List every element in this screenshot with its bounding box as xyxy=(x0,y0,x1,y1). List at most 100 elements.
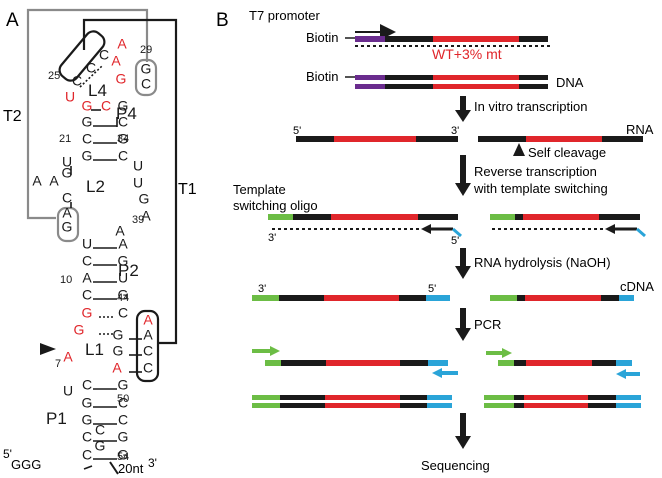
rna-black-2 xyxy=(416,136,458,142)
cleavage-site-icon xyxy=(40,343,56,355)
t7-promoter-label: T7 promoter xyxy=(249,8,320,23)
nucleotide: G xyxy=(141,61,152,77)
t1-connector xyxy=(82,18,178,345)
template-black-right xyxy=(519,36,548,42)
amp-right-black-bottom-2 xyxy=(588,403,616,408)
pcr-left-black-1 xyxy=(281,360,326,366)
nucleotide: C xyxy=(82,287,92,303)
t1-box-top xyxy=(58,30,106,82)
cdna-left-black-2 xyxy=(399,295,426,301)
nucleotide: C xyxy=(82,253,92,269)
nucleotide: A xyxy=(32,173,42,189)
nucleotide: C xyxy=(118,148,128,164)
nucleotide: U xyxy=(82,236,92,252)
amp-right-black-top-1 xyxy=(514,395,524,400)
tso-left xyxy=(268,214,293,220)
region-p1: P1 xyxy=(46,409,67,428)
base-pair-bonds xyxy=(70,65,142,460)
dsdna-black-bottom-left xyxy=(385,84,433,89)
amp-right-black-bottom-1 xyxy=(514,403,524,408)
arrow-5-head-icon xyxy=(455,436,471,449)
step-rt-line-1: Reverse transcription xyxy=(474,164,597,179)
nucleotide: A xyxy=(63,349,73,365)
rna-transcript xyxy=(296,136,643,142)
nucleotide: A xyxy=(82,270,92,286)
arrow-4-head-icon xyxy=(455,328,471,341)
panel-a-label: A xyxy=(6,10,19,31)
nucleotide: G xyxy=(82,305,93,321)
pcr-left-red xyxy=(326,360,400,366)
three-prime-label: 3' xyxy=(148,456,157,470)
three-prime-tail: 20nt xyxy=(118,461,144,476)
region-l4: L4 xyxy=(88,81,107,100)
nucleotide: A xyxy=(111,53,121,69)
amp-left-green-bottom xyxy=(252,403,280,408)
promoter-segment xyxy=(355,36,385,42)
pos-25: 25 xyxy=(48,70,60,82)
nucleotide: U xyxy=(118,270,128,286)
pos-50: 50 xyxy=(117,393,129,405)
nucleotide: G xyxy=(139,191,150,207)
region-p4: P4 xyxy=(116,104,137,123)
nucleotide: G xyxy=(82,148,93,164)
pos-34: 34 xyxy=(117,133,129,145)
nucleotide: C xyxy=(118,114,128,130)
nucleotide: C xyxy=(141,76,151,92)
amp-left-red-bottom xyxy=(325,403,400,408)
rt-product-left xyxy=(268,214,462,238)
cdna-right-black-2 xyxy=(601,295,619,301)
nucleotide: G xyxy=(82,395,93,411)
cdna-left-red xyxy=(324,295,399,301)
region-labels: L4 P4 L2 P2 L1 P1 xyxy=(46,81,139,428)
pcr-left-black-2 xyxy=(400,360,428,366)
dsdna-black-top-left xyxy=(385,75,433,80)
amp-left-black-top-2 xyxy=(400,395,427,400)
pcr-right-black-1 xyxy=(514,360,526,366)
pcr-left-fwd-arrow-icon xyxy=(270,346,280,356)
step-pcr: PCR xyxy=(474,317,501,332)
nucleotide: G xyxy=(82,412,93,428)
rt-left-black-2 xyxy=(418,214,458,220)
nucleotide: C xyxy=(82,377,92,393)
variant-region xyxy=(433,36,519,42)
nucleotide: C xyxy=(143,360,153,376)
dsdna-red-bottom xyxy=(433,84,519,89)
rt-three-prime: 3' xyxy=(268,232,276,244)
nucleotide: C xyxy=(62,190,72,206)
nucleotide: U xyxy=(133,158,143,174)
amplicon-left xyxy=(252,395,452,408)
step-rt-line-2: with template switching xyxy=(473,181,608,196)
step-rna-hydrolysis: RNA hydrolysis (NaOH) xyxy=(474,255,611,270)
tso-right xyxy=(490,214,515,220)
nucleotide: C xyxy=(82,447,92,463)
three-prime-link xyxy=(109,461,119,475)
arrow-2-head-icon xyxy=(455,183,471,196)
panel-b: B T7 promoter Biotin WT+3% mt Biotin DNA xyxy=(216,8,654,473)
nucleotide: C xyxy=(82,131,92,147)
pcr-left-rev-arrow-icon xyxy=(432,368,442,378)
nucleotide: U xyxy=(63,383,73,399)
self-cleavage-icon xyxy=(513,143,525,156)
nucleotide: C xyxy=(95,422,105,438)
cdna-right-black-1 xyxy=(517,295,525,301)
rna-red-2 xyxy=(526,136,602,142)
pcr-right-rev-arrow-icon xyxy=(616,369,626,379)
arrow-2-shaft xyxy=(460,155,466,185)
nucleotide: G xyxy=(74,322,85,338)
region-l2: L2 xyxy=(86,177,105,196)
cdna-left-black-1 xyxy=(279,295,324,301)
amp-left-black-top-1 xyxy=(280,395,325,400)
pos-54: 54 xyxy=(117,451,129,463)
rt-right-blue-tail xyxy=(636,227,646,238)
pos-21: 21 xyxy=(59,133,71,145)
pcr-right-fwd-arrow-icon xyxy=(502,348,512,358)
template-black-left xyxy=(385,36,433,42)
arrow-1-shaft xyxy=(460,96,466,112)
nucleotide: C xyxy=(101,98,111,114)
t1-label: T1 xyxy=(178,181,197,198)
rna-red-1 xyxy=(334,136,416,142)
nucleotide: A xyxy=(118,236,128,252)
nucleotide: G xyxy=(118,98,129,114)
amp-left-red-top xyxy=(325,395,400,400)
